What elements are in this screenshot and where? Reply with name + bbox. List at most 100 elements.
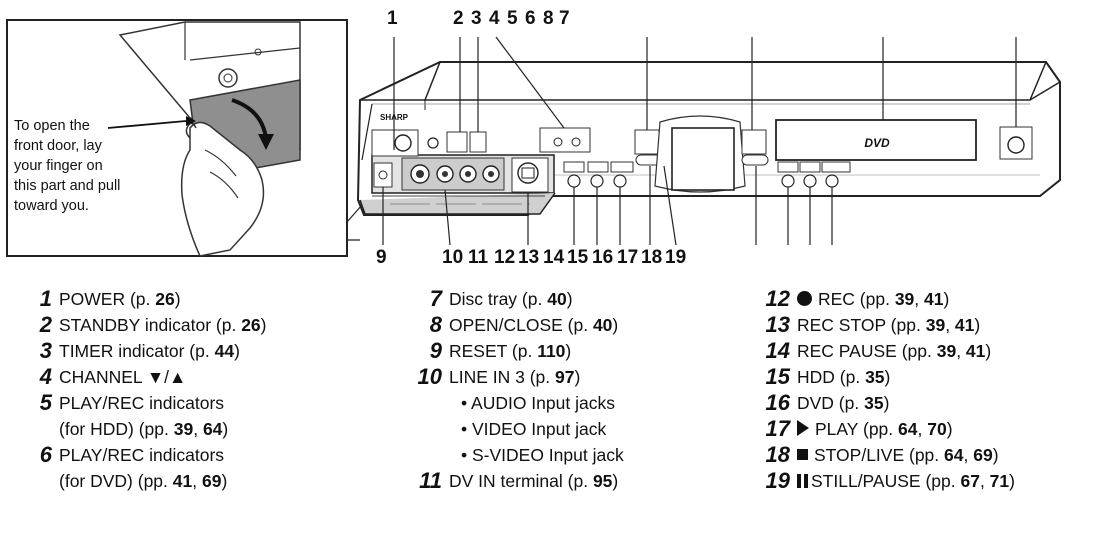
door-instruction-text: To open the front door, lay your finger … <box>14 116 134 216</box>
page-ref: 44 <box>214 341 235 361</box>
page-ref: 39 <box>173 419 194 439</box>
legend-text: DVD (p. <box>797 393 865 413</box>
recorder-body: SHARP DVD <box>356 61 1061 216</box>
legend-number: 8 <box>429 312 442 337</box>
legend-entry-rec-pause: 14 REC PAUSE (pp. 39, 41) <box>752 338 1015 364</box>
page-ref: 64 <box>898 419 918 439</box>
legend-entry-disc-tray: 7 Disc tray (p. 40) <box>412 286 624 312</box>
legend-column-2: 7 Disc tray (p. 40) 8 OPEN/CLOSE (p. 40)… <box>412 286 624 494</box>
legend-text: (for HDD) (pp. <box>59 419 174 439</box>
legend-number: 4 <box>39 364 52 389</box>
legend-separator: , <box>917 419 928 439</box>
legend-tail: ) <box>174 289 181 309</box>
page-ref: 95 <box>592 471 613 491</box>
legend-text: PLAY/REC indicators <box>59 393 225 413</box>
legend-entry-hdd: 15 HDD (p. 35) <box>752 364 1015 390</box>
legend-entry-channel: 4 CHANNEL ▼/▲ <box>22 364 267 390</box>
legend-text: OPEN/CLOSE (p. <box>449 315 593 335</box>
legend-number: 17 <box>765 416 790 441</box>
legend-tail: ) <box>612 471 619 491</box>
callout-number-19: 19 <box>665 247 687 268</box>
legend-separator: , <box>192 471 202 491</box>
page-ref: 41 <box>965 341 986 361</box>
callout-number-18: 18 <box>641 247 663 268</box>
dvd-logo: DVD <box>864 136 890 150</box>
legend-number: 1 <box>39 286 52 311</box>
page-ref: 70 <box>927 419 947 439</box>
legend-entry-rec-stop: 13 REC STOP (pp. 39, 41) <box>752 312 1015 338</box>
legend-number: 10 <box>417 364 442 389</box>
page-ref: 69 <box>201 471 222 491</box>
legend-number: 19 <box>765 468 790 493</box>
legend-text: PLAY (pp. <box>815 419 899 439</box>
legend-entry-stop-live: 18 STOP/LIVE (pp. 64, 69) <box>752 442 1015 468</box>
legend-entry-rec: 12 REC (pp. 39, 41) <box>752 286 1015 312</box>
callout-number-8: 8 <box>543 8 554 29</box>
legend-tail: ) <box>1009 471 1015 491</box>
legend-separator: , <box>956 341 966 361</box>
legend-separator: , <box>979 471 990 491</box>
legend-number: 2 <box>39 312 52 337</box>
callout-number-10: 10 <box>442 247 464 268</box>
legend-text: HDD (p. <box>797 367 866 387</box>
legend-text: CHANNEL ▼/▲ <box>59 367 187 387</box>
legend-text: STILL/PAUSE (pp. <box>811 471 961 491</box>
callout-number-13: 13 <box>518 247 540 268</box>
page-ref: 69 <box>973 445 993 465</box>
legend-entry-line-in-3: 10 LINE IN 3 (p. 97) • AUDIO Input jacks… <box>412 364 624 468</box>
legend-tail: ) <box>221 471 228 491</box>
legend-text: REC (pp. <box>818 289 895 309</box>
legend-number: 18 <box>765 442 790 467</box>
legend-column-1: 1 POWER (p. 26) 2 STANDBY indicator (p. … <box>22 286 267 494</box>
callout-number-2: 2 <box>453 8 464 29</box>
legend-tail: ) <box>946 419 953 439</box>
legend-bullet: • VIDEO Input jack <box>461 419 607 439</box>
legend-text: TIMER indicator (p. <box>59 341 215 361</box>
inset-pointer-lines <box>346 204 363 241</box>
legend-text: STOP/LIVE (pp. <box>814 445 945 465</box>
page-ref: 39 <box>936 341 957 361</box>
callout-number-6: 6 <box>525 8 536 29</box>
callout-line: To open the <box>14 118 90 134</box>
callout-number-3: 3 <box>471 8 482 29</box>
legend-entry-reset: 9 RESET (p. 110) <box>412 338 624 364</box>
legend-number: 7 <box>429 286 442 311</box>
page-ref: 41 <box>172 471 193 491</box>
page-ref: 35 <box>864 393 884 413</box>
callout-number-12: 12 <box>494 247 516 268</box>
legend-entry-hdd-indicators: 5 PLAY/REC indicators(for HDD) (pp. 39, … <box>22 390 267 442</box>
callout-line: this part and pull <box>14 178 121 194</box>
page-ref: 26 <box>155 289 175 309</box>
legend-entry-standby: 2 STANDBY indicator (p. 26) <box>22 312 267 338</box>
legend-text: POWER (p. <box>59 289 156 309</box>
callout-number-11: 11 <box>468 247 489 268</box>
legend-number: 11 <box>419 468 442 493</box>
legend-text: (for DVD) (pp. <box>59 471 173 491</box>
legend-text: REC PAUSE (pp. <box>797 341 937 361</box>
legend-text: PLAY/REC indicators <box>59 445 225 465</box>
legend-number: 9 <box>429 338 442 363</box>
page-ref: 41 <box>924 289 944 309</box>
legend-tail: ) <box>985 341 992 361</box>
legend-tail: ) <box>883 393 890 413</box>
page-ref: 64 <box>202 419 223 439</box>
page-ref: 64 <box>944 445 964 465</box>
callout-number-7: 7 <box>559 8 570 29</box>
legend-separator: , <box>963 445 974 465</box>
legend-tail: ) <box>234 341 240 361</box>
leader-lines <box>382 36 1017 246</box>
callout-number-14: 14 <box>543 247 565 268</box>
callout-number-17: 17 <box>617 247 639 268</box>
legend-number: 16 <box>765 390 790 415</box>
legend-tail: ) <box>974 315 981 335</box>
legend-tail: ) <box>565 341 572 361</box>
legend-entry-play: 17 PLAY (pp. 64, 70) <box>752 416 1015 442</box>
page-ref: 35 <box>865 367 885 387</box>
legend-number: 5 <box>39 390 52 415</box>
legend-column-3: 12 REC (pp. 39, 41) 13 REC STOP (pp. 39,… <box>752 286 1015 494</box>
page-ref: 40 <box>547 289 567 309</box>
legend-text: Disc tray (p. <box>449 289 548 309</box>
legend-entry-timer: 3 TIMER indicator (p. 44) <box>22 338 267 364</box>
legend-entry-open-close: 8 OPEN/CLOSE (p. 40) <box>412 312 624 338</box>
